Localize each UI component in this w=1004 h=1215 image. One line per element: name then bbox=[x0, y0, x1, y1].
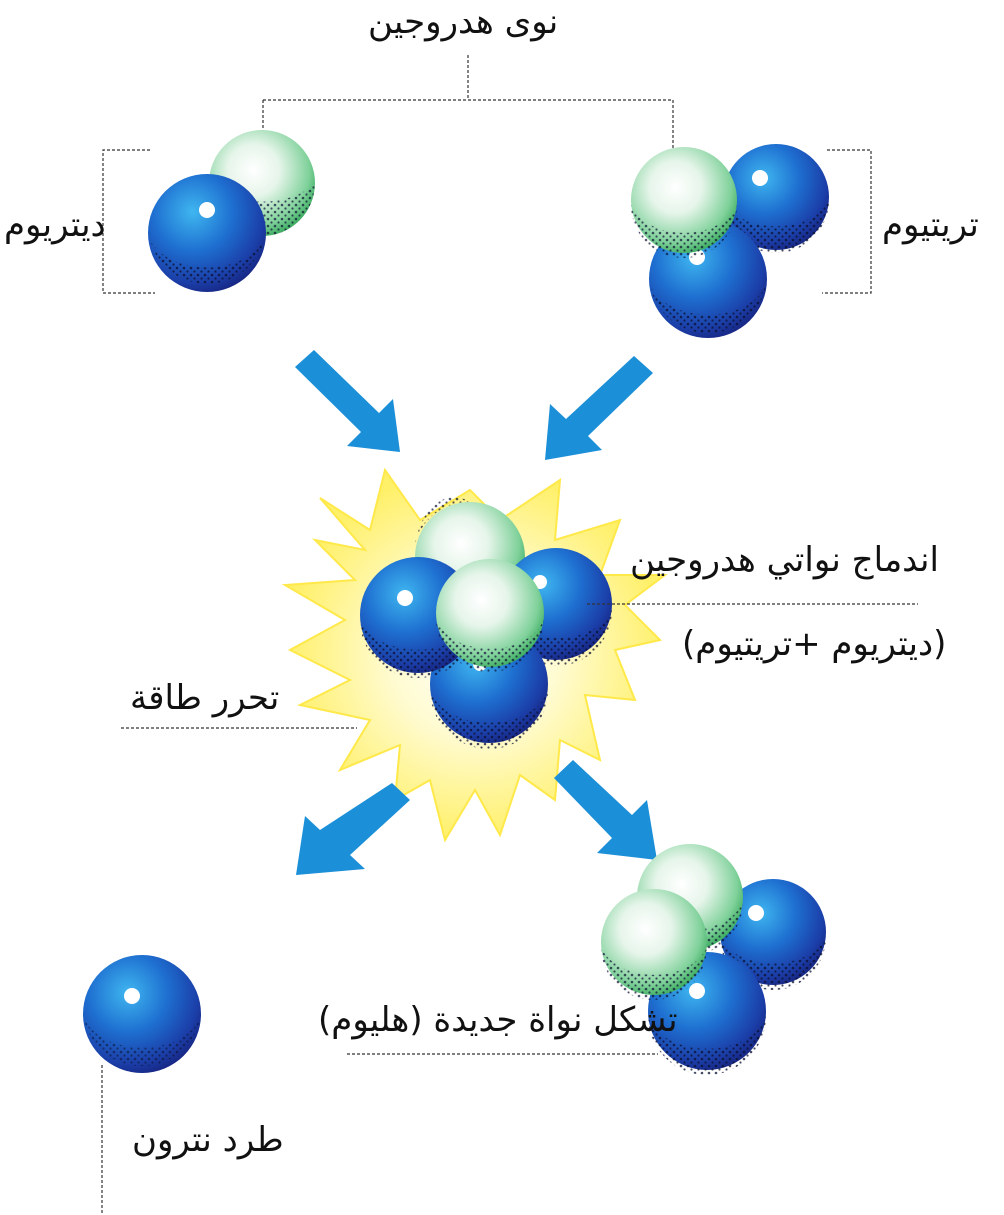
label-leaders bbox=[101, 603, 918, 1215]
fused-nucleus bbox=[360, 497, 612, 749]
hydrogen-nuclei-leader bbox=[262, 55, 674, 165]
deuterium-nucleus bbox=[148, 130, 315, 292]
arrow-left-in bbox=[295, 350, 400, 452]
arrow-right-out bbox=[554, 760, 657, 860]
neutron-ball bbox=[631, 147, 737, 258]
energy-release-label: تحرر طاقة bbox=[130, 678, 280, 718]
neutron-ejection-label: طرد نترون bbox=[132, 1120, 284, 1160]
ejected-neutron bbox=[83, 955, 201, 1073]
neutron-ball bbox=[601, 889, 707, 1000]
arrow-right-in bbox=[545, 356, 653, 460]
helium-nucleus bbox=[601, 844, 826, 1075]
fusion-label: اندماج نواتي هدروجين bbox=[630, 540, 939, 580]
hydrogen-nuclei-label: نوى هدروجين bbox=[368, 2, 559, 42]
proton-ball bbox=[148, 174, 266, 292]
neutron-ball bbox=[436, 559, 544, 672]
arrow-left-out bbox=[296, 783, 410, 875]
incoming-arrows bbox=[295, 350, 653, 460]
deuterium-bracket bbox=[102, 149, 155, 294]
tritium-bracket bbox=[822, 149, 872, 294]
tritium-label: تريتيوم bbox=[882, 205, 979, 245]
tritium-nucleus bbox=[631, 144, 829, 338]
deuterium-label: ديتريوم bbox=[4, 205, 106, 245]
outgoing-arrows bbox=[296, 760, 657, 875]
new-nucleus-label: تشكل نواة جديدة (هليوم) bbox=[318, 1000, 678, 1040]
fusion-detail-label: (ديتريوم +تريتيوم) bbox=[682, 624, 947, 664]
